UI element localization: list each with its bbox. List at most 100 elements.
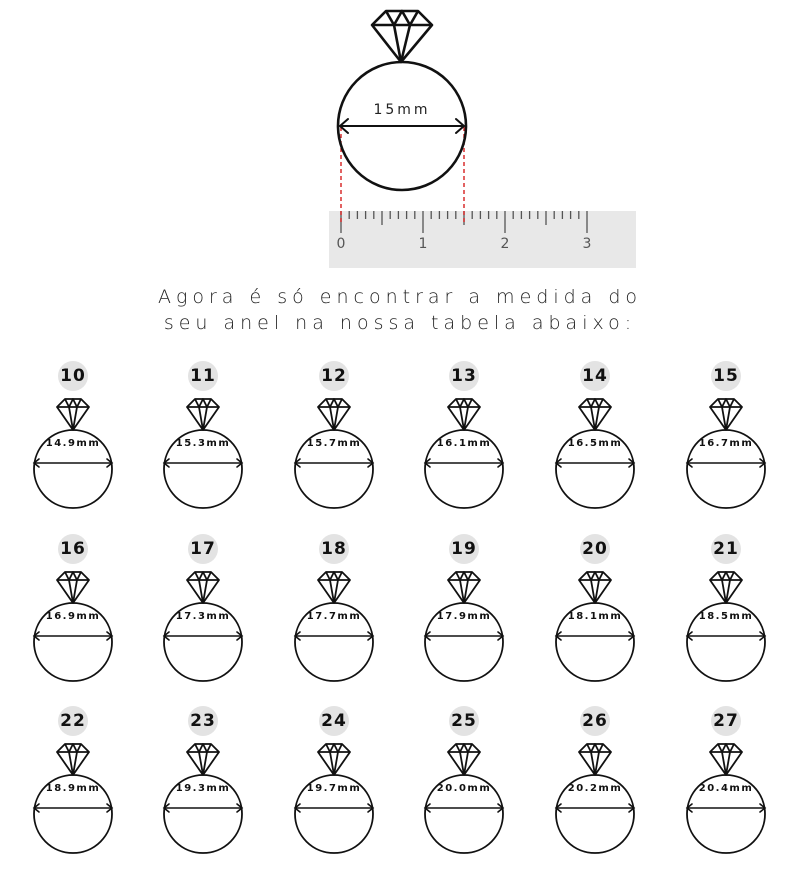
diameter-arrow xyxy=(162,458,244,468)
ring-size-card-18: 18 17.7mm xyxy=(279,534,389,694)
ring-circle xyxy=(33,774,113,854)
ruler-label-0: 0 xyxy=(336,236,346,252)
ring-size-card-16: 16 16.9mm xyxy=(18,534,128,694)
ring-icon xyxy=(423,571,505,682)
diamond-icon xyxy=(447,571,481,604)
diameter-label: 18.5mm xyxy=(698,611,754,622)
ring-icon xyxy=(293,571,375,682)
diamond-icon xyxy=(317,743,351,776)
diamond-icon xyxy=(186,743,220,776)
instruction-line-2: seu anel na nossa tabela abaixo: xyxy=(163,312,637,334)
diamond-icon xyxy=(186,571,220,604)
ring-icon xyxy=(554,571,636,682)
diameter-arrow xyxy=(32,631,114,641)
ruler-label-3: 3 xyxy=(582,236,592,252)
ring-icon xyxy=(293,743,375,854)
diameter-arrow xyxy=(293,803,375,813)
ring-circle xyxy=(294,429,374,509)
ring-circle xyxy=(686,774,766,854)
ring-circle xyxy=(163,774,243,854)
ring-circle xyxy=(163,602,243,682)
diameter-arrow xyxy=(423,803,505,813)
ring-size-card-17: 17 17.3mm xyxy=(148,534,258,694)
size-badge: 19 xyxy=(449,534,479,564)
diameter-arrow xyxy=(32,458,114,468)
diameter-label: 15mm xyxy=(373,102,431,118)
diameter-label: 20.2mm xyxy=(567,783,623,794)
diameter-arrow xyxy=(293,458,375,468)
diameter-arrow xyxy=(554,803,636,813)
diameter-arrow xyxy=(554,631,636,641)
diameter-arrow xyxy=(423,458,505,468)
ring-icon xyxy=(32,743,114,854)
diamond-icon xyxy=(370,9,434,64)
diameter-label: 20.4mm xyxy=(698,783,754,794)
diamond-icon xyxy=(578,398,612,431)
ring-size-card-25: 25 20.0mm xyxy=(409,706,519,866)
diameter-label: 20.0mm xyxy=(436,783,492,794)
ring-circle xyxy=(686,602,766,682)
ruler-label-1: 1 xyxy=(418,236,428,252)
size-badge: 13 xyxy=(449,361,479,391)
diameter-label: 19.7mm xyxy=(306,783,362,794)
size-badge: 11 xyxy=(188,361,218,391)
diamond-icon xyxy=(709,571,743,604)
ring-circle xyxy=(555,602,635,682)
diameter-label: 17.3mm xyxy=(175,611,231,622)
size-badge: 22 xyxy=(58,706,88,736)
size-badge: 12 xyxy=(319,361,349,391)
ring-icon xyxy=(685,571,767,682)
ring-circle xyxy=(33,429,113,509)
diameter-arrow xyxy=(423,631,505,641)
diamond-icon xyxy=(447,398,481,431)
instruction-line-1: Agora é só encontrar a medida do xyxy=(157,286,643,308)
ring-icon xyxy=(685,743,767,854)
diamond-icon xyxy=(56,571,90,604)
size-badge: 18 xyxy=(319,534,349,564)
ring-size-card-27: 27 20.4mm xyxy=(671,706,781,866)
size-badge: 23 xyxy=(188,706,218,736)
diamond-icon xyxy=(56,398,90,431)
ring-icon xyxy=(293,398,375,509)
diameter-arrow xyxy=(685,803,767,813)
ring-circle xyxy=(424,774,504,854)
ring-icon xyxy=(162,571,244,682)
size-badge: 24 xyxy=(319,706,349,736)
ring-size-card-22: 22 18.9mm xyxy=(18,706,128,866)
ring-size-card-19: 19 17.9mm xyxy=(409,534,519,694)
diameter-label: 16.5mm xyxy=(567,438,623,449)
ring-ruler-diagram xyxy=(329,9,636,268)
ring-circle xyxy=(686,429,766,509)
diamond-icon xyxy=(578,743,612,776)
diameter-arrow xyxy=(293,631,375,641)
ring-circle xyxy=(294,774,374,854)
instruction-text: Agora é só encontrar a medida do seu ane… xyxy=(0,284,800,336)
ring-size-card-15: 15 16.7mm xyxy=(671,361,781,521)
ring-circle xyxy=(555,429,635,509)
diameter-label: 15.7mm xyxy=(306,438,362,449)
diameter-label: 18.9mm xyxy=(45,783,101,794)
diameter-arrow xyxy=(338,118,466,134)
diameter-label: 18.1mm xyxy=(567,611,623,622)
ring-icon xyxy=(685,398,767,509)
diameter-label: 14.9mm xyxy=(45,438,101,449)
size-badge: 21 xyxy=(711,534,741,564)
size-badge: 25 xyxy=(449,706,479,736)
diameter-label: 16.9mm xyxy=(45,611,101,622)
ruler-band xyxy=(329,211,636,268)
diameter-label: 15.3mm xyxy=(175,438,231,449)
size-badge: 16 xyxy=(58,534,88,564)
size-badge: 10 xyxy=(58,361,88,391)
ring-icon xyxy=(162,743,244,854)
size-badge: 26 xyxy=(580,706,610,736)
ring-size-card-14: 14 16.5mm xyxy=(540,361,650,521)
diameter-arrow xyxy=(554,458,636,468)
diameter-arrow xyxy=(32,803,114,813)
size-badge: 17 xyxy=(188,534,218,564)
diameter-label: 19.3mm xyxy=(175,783,231,794)
diameter-arrow xyxy=(162,803,244,813)
ring-size-card-11: 11 15.3mm xyxy=(148,361,258,521)
size-badge: 14 xyxy=(580,361,610,391)
diamond-icon xyxy=(317,571,351,604)
